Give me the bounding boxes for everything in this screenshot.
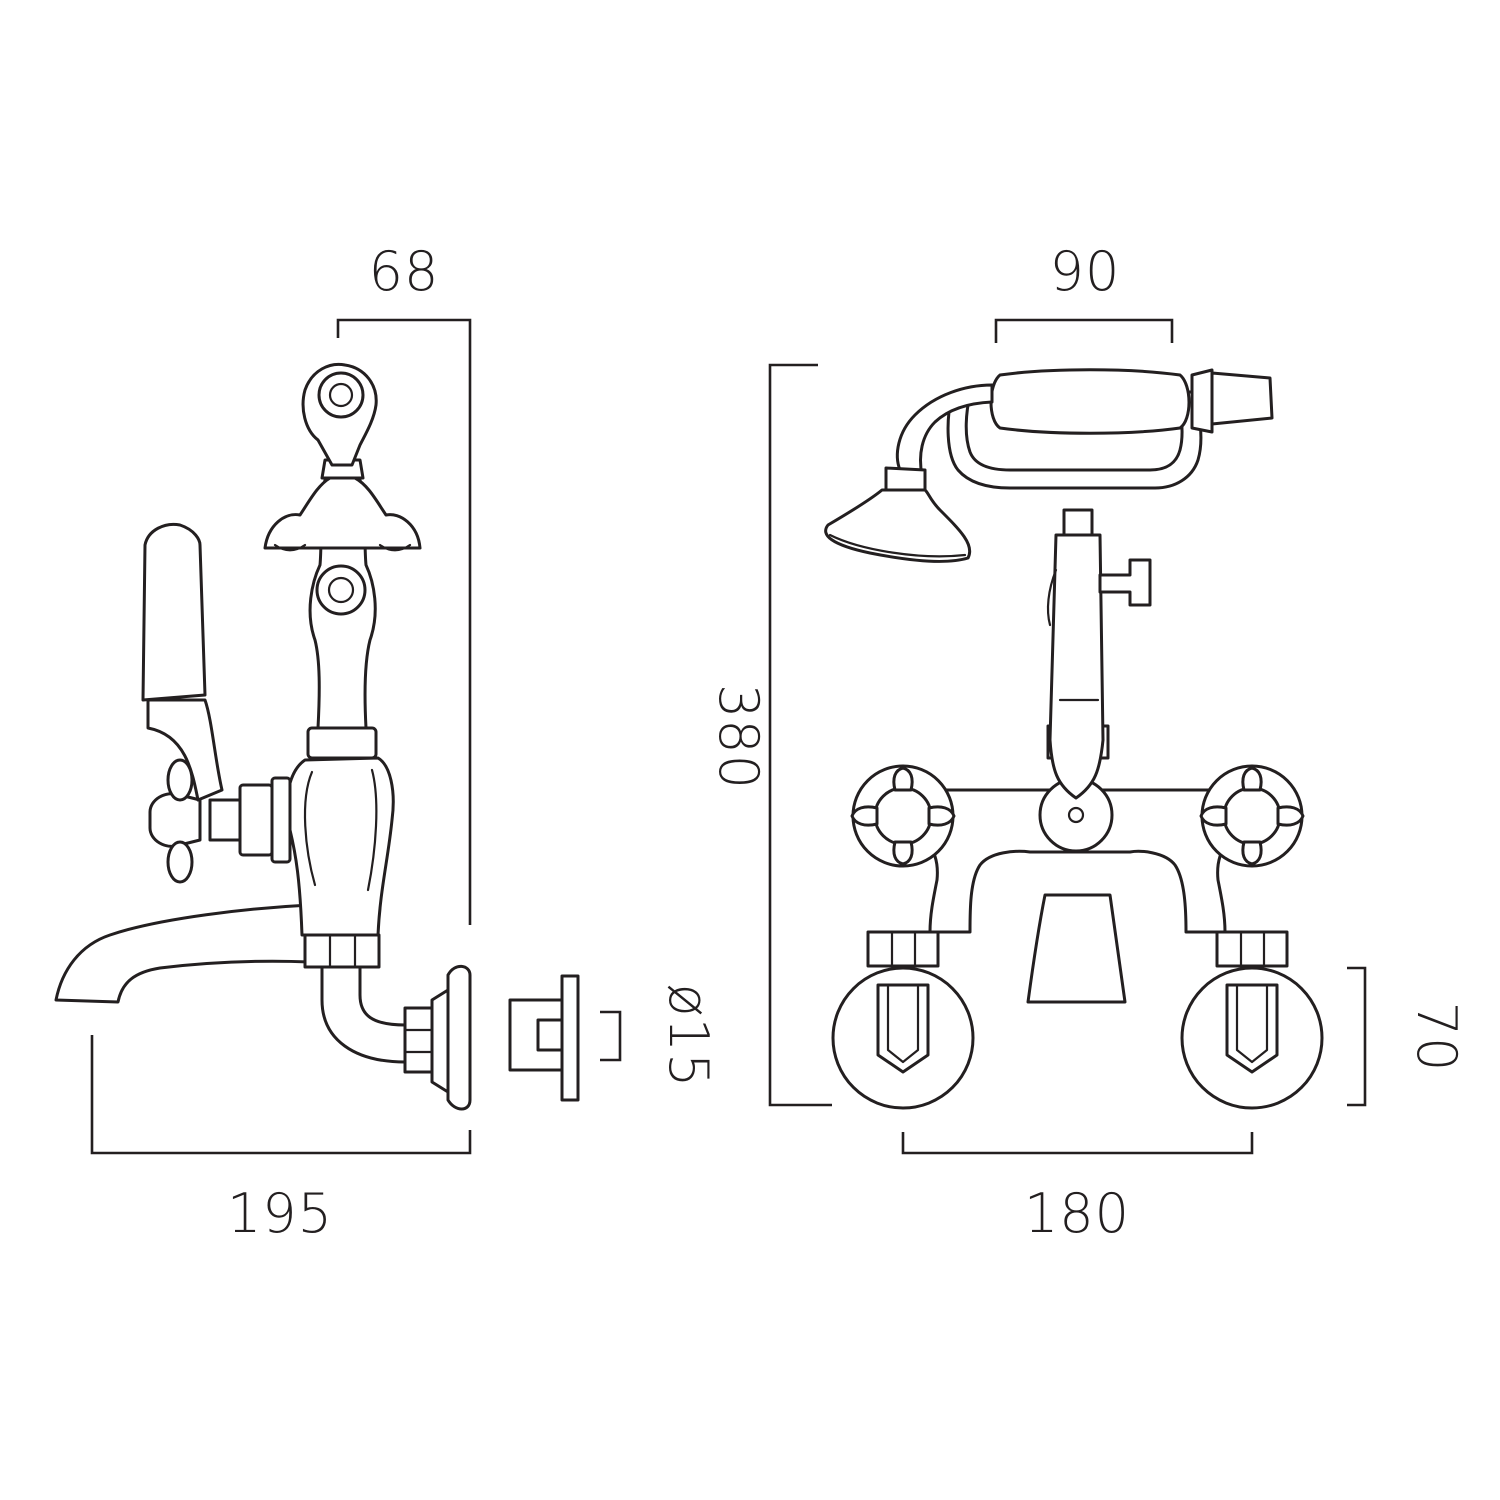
dim-label-68: 68 — [369, 240, 440, 303]
dim-label-70: 70 — [1405, 1002, 1468, 1073]
dim-bracket-68 — [336, 318, 472, 925]
dim-label-o15: ø15 — [657, 984, 720, 1089]
dim-label-180: 180 — [1024, 1182, 1130, 1245]
dim-bracket-195 — [90, 1035, 472, 1155]
handset-riser — [1046, 533, 1152, 800]
dim-label-380: 380 — [707, 684, 770, 790]
front-view: 90 380 180 70 — [707, 240, 1468, 1245]
right-cross-handle — [1199, 764, 1305, 868]
left-nut — [866, 930, 940, 968]
shower-head — [824, 383, 994, 563]
dim-label-195: 195 — [227, 1182, 333, 1245]
right-nut — [1215, 930, 1289, 968]
dim-bracket-90 — [994, 318, 1174, 343]
dim-bracket-o15 — [600, 1010, 622, 1062]
bath-spout — [54, 903, 312, 1004]
supply-elbow — [320, 963, 450, 1094]
left-cross-handle — [850, 764, 956, 868]
wall-plate — [446, 964, 472, 1111]
dim-bracket-180 — [901, 1132, 1254, 1155]
side-view: 68 195 ø15 — [54, 240, 720, 1245]
dim-label-90: 90 — [1050, 240, 1121, 303]
lever-handle — [141, 522, 224, 802]
body-nut — [303, 933, 381, 969]
handset-cradle — [263, 362, 422, 730]
right-wall-rosette — [1180, 966, 1324, 1110]
front-spout — [1026, 893, 1127, 1004]
wall-fixing — [508, 974, 580, 1102]
handset-collar — [306, 726, 378, 760]
valve-body — [285, 756, 395, 937]
handset-handle — [989, 368, 1274, 435]
dim-bracket-380 — [768, 363, 832, 1107]
dim-bracket-70 — [1347, 966, 1367, 1107]
side-valve-assembly — [148, 758, 292, 884]
left-wall-rosette — [831, 966, 975, 1110]
bridge-body — [888, 788, 1267, 934]
